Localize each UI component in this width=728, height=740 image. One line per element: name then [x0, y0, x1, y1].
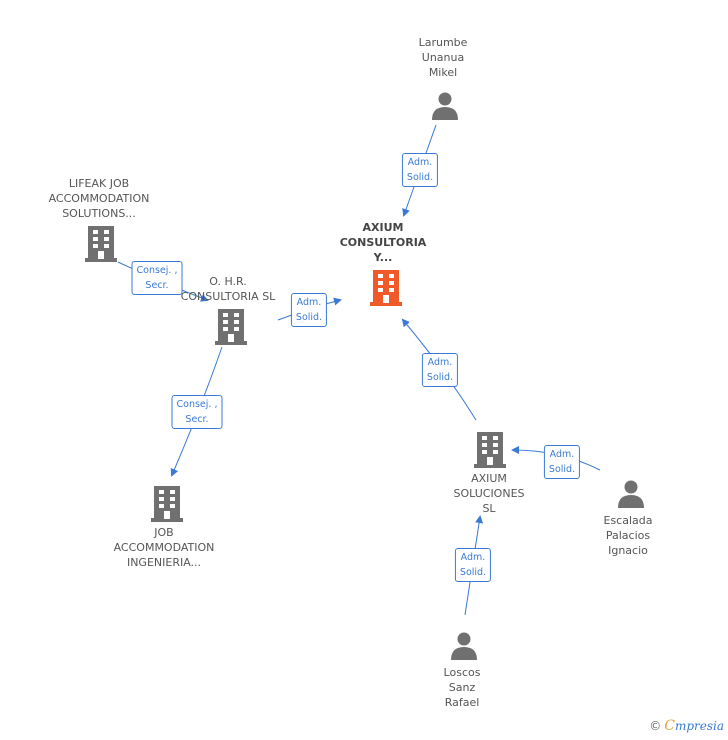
label-line: Y... — [373, 251, 393, 264]
empresia-footer: ©Cmpresia — [649, 718, 724, 734]
label-line: INGENIERIA... — [126, 556, 202, 569]
label-line: SOLUTIONS... — [62, 207, 136, 220]
building-icon[interactable] — [215, 309, 247, 349]
label-line: SOLUCIONES — [453, 487, 525, 500]
building-icon[interactable] — [151, 486, 183, 526]
relation-badge-lifeak-ohr[interactable]: Consej. , Secr. — [131, 261, 183, 295]
relation-role: Consej. , — [136, 265, 178, 276]
label-line: Palacios — [605, 529, 651, 542]
label-line: Unanua — [421, 51, 465, 64]
label-line: Escalada — [603, 514, 653, 527]
node-larumbe-label[interactable]: Larumbe Unanua Mikel — [419, 35, 468, 80]
node-loscos-label[interactable]: Loscos Sanz Rafael — [444, 665, 481, 710]
relation-role: Secr. — [145, 280, 169, 291]
label-line: Larumbe — [418, 36, 468, 49]
label-line: ACCOMMODATION — [113, 541, 215, 554]
building-icon[interactable] — [474, 432, 506, 472]
relation-badge-escalada-soluciones[interactable]: Adm. Solid. — [543, 445, 581, 479]
building-icon[interactable] — [370, 270, 402, 310]
node-escalada-label[interactable]: Escalada Palacios Ignacio — [604, 513, 653, 558]
node-ohr-label[interactable]: O. H.R. CONSULTORIA SL — [181, 274, 276, 304]
brand-initial: C — [664, 718, 675, 734]
label-line: Mikel — [428, 66, 458, 79]
relation-badge-loscos-soluciones[interactable]: Adm. Solid. — [454, 548, 492, 582]
person-icon[interactable] — [449, 630, 479, 664]
label-line: Rafael — [444, 696, 480, 709]
relation-role: Adm. — [460, 552, 486, 563]
relation-role: Secr. — [185, 414, 209, 425]
label-line: SL — [482, 502, 496, 515]
label-line: CONSULTORIA SL — [180, 290, 276, 303]
relation-role: Consej. , — [176, 399, 218, 410]
label-line: ACCOMMODATION — [48, 192, 150, 205]
relation-role: Solid. — [459, 567, 487, 578]
relation-badge-ohr-job[interactable]: Consej. , Secr. — [171, 395, 223, 429]
copyright-icon: © — [649, 719, 662, 733]
relation-role: Adm. — [407, 157, 433, 168]
label-line: Ignacio — [608, 544, 648, 557]
label-line: AXIUM — [471, 472, 507, 485]
relation-role: Adm. — [296, 297, 322, 308]
relation-badge-larumbe-axium[interactable]: Adm. Solid. — [401, 153, 439, 187]
label-line: CONSULTORIA — [339, 236, 427, 249]
label-line: O. H.R. — [209, 275, 247, 288]
relation-role: Adm. — [427, 357, 453, 368]
relation-role: Solid. — [426, 372, 454, 383]
relation-role: Solid. — [406, 172, 434, 183]
label-line: LIFEAK JOB — [68, 177, 130, 190]
relation-role: Adm. — [549, 449, 575, 460]
label-line: Sanz — [448, 681, 476, 694]
brand-name: mpresia — [674, 719, 724, 733]
label-line: AXIUM — [362, 221, 404, 234]
relation-role: Solid. — [295, 312, 323, 323]
label-line: JOB — [154, 526, 174, 539]
relation-role: Solid. — [548, 464, 576, 475]
node-lifeak-label[interactable]: LIFEAK JOB ACCOMMODATION SOLUTIONS... — [49, 176, 150, 221]
relation-badge-soluciones-axium[interactable]: Adm. Solid. — [421, 353, 459, 387]
person-icon[interactable] — [430, 90, 460, 124]
node-axium-consultoria-label[interactable]: AXIUM CONSULTORIA Y... — [340, 220, 427, 265]
node-axium-soluciones-label[interactable]: AXIUM SOLUCIONES SL — [453, 471, 524, 516]
building-icon[interactable] — [85, 226, 117, 266]
relation-badge-ohr-axium[interactable]: Adm. Solid. — [290, 293, 328, 327]
node-job-ingenieria-label[interactable]: JOB ACCOMMODATION INGENIERIA... — [114, 525, 215, 570]
person-icon[interactable] — [616, 478, 646, 512]
label-line: Loscos — [443, 666, 481, 679]
